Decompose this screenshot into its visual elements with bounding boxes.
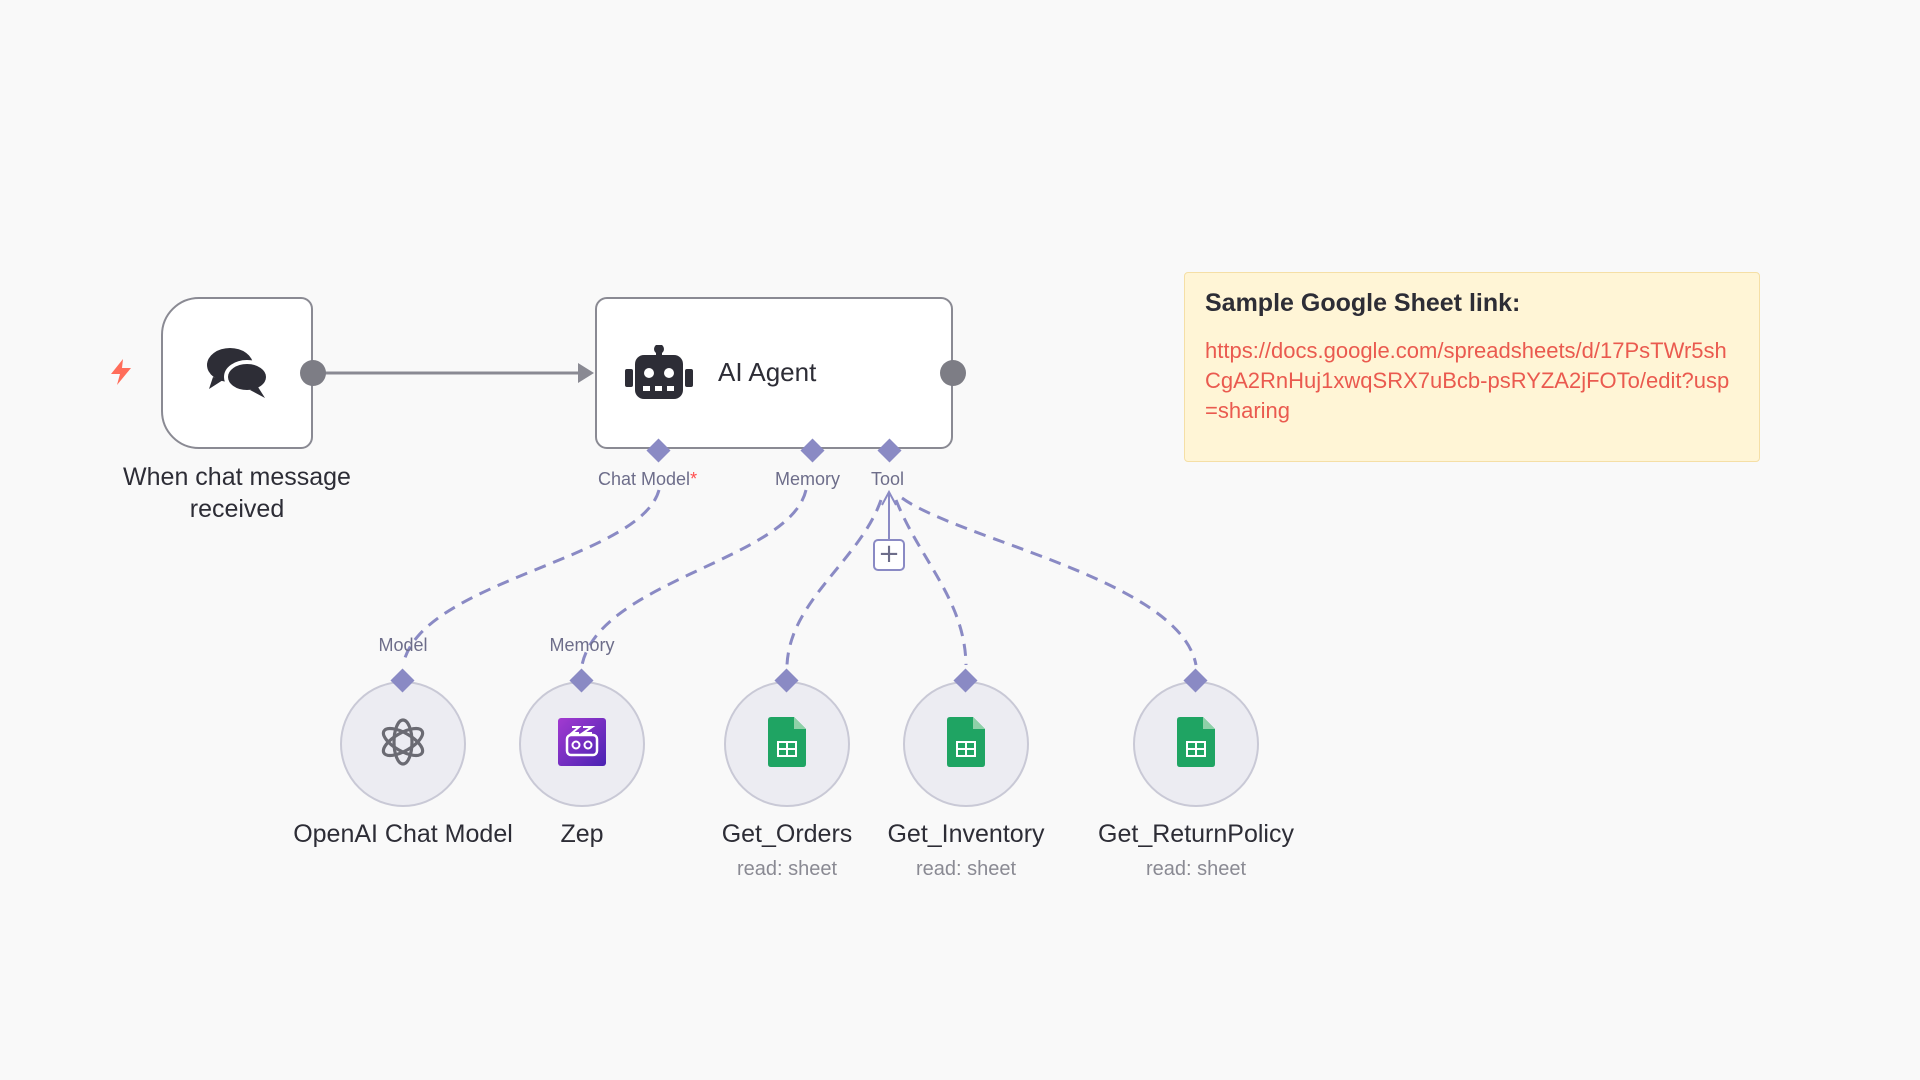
tool-arrow [881, 489, 897, 506]
zep-label: Zep [560, 820, 604, 848]
get-inventory-node[interactable] [903, 681, 1029, 807]
edge-model[interactable] [401, 489, 661, 666]
edge-get-orders[interactable] [785, 499, 883, 666]
chat-bubbles-icon [203, 343, 273, 408]
google-sheets-icon [768, 716, 806, 772]
google-sheets-icon [1177, 716, 1215, 772]
robot-icon [625, 344, 693, 408]
main-connection-arrow [578, 363, 594, 383]
openai-chat-model-label: OpenAI Chat Model [293, 820, 513, 848]
trigger-node[interactable] [161, 297, 313, 449]
get-orders-node[interactable] [724, 681, 850, 807]
tool-port-label: Tool [871, 469, 905, 489]
get-returnpolicy-node[interactable] [1133, 681, 1259, 807]
openai-icon [375, 714, 431, 775]
required-marker: * [690, 469, 698, 489]
trigger-label: When chat message received [123, 463, 351, 523]
model-port-label: Model [378, 635, 428, 655]
openai-chat-model-node[interactable] [340, 681, 466, 807]
zep-node[interactable] [519, 681, 645, 807]
memory-port-label: Memory [775, 469, 841, 489]
edge-get-inventory[interactable] [894, 499, 968, 666]
get-orders-label: Get_Orders [721, 820, 853, 848]
get-returnpolicy-label: Get_ReturnPolicy [1098, 820, 1294, 848]
get-inventory-label: Get_Inventory [887, 820, 1045, 848]
google-sheet-link[interactable]: https://docs.google.com/spreadsheets/d/1… [1205, 338, 1730, 423]
lightning-bolt-icon [108, 358, 134, 391]
ai-agent-title: AI Agent [718, 357, 817, 387]
agent-output-port[interactable] [940, 360, 966, 386]
trigger-output-port[interactable] [300, 360, 326, 386]
edge-get-returnpolicy[interactable] [901, 496, 1198, 666]
sticky-note[interactable]: Sample Google Sheet link: https://docs.g… [1184, 272, 1760, 462]
get-inventory-subtitle: read: sheet [915, 858, 1017, 880]
chat-model-port-label: Chat Model* [598, 469, 697, 490]
zep-icon [557, 717, 607, 772]
ai-agent-node[interactable]: AI Agent [595, 297, 953, 449]
add-tool-button[interactable]: + [873, 539, 905, 571]
google-sheets-icon [947, 716, 985, 772]
chat-model-port-text: Chat Model [598, 469, 691, 489]
get-returnpolicy-subtitle: read: sheet [1145, 858, 1247, 880]
zep-memory-port-label: Memory [549, 635, 615, 655]
edge-memory[interactable] [580, 489, 808, 666]
get-orders-subtitle: read: sheet [736, 858, 838, 880]
sticky-note-title: Sample Google Sheet link: [1205, 289, 1521, 317]
